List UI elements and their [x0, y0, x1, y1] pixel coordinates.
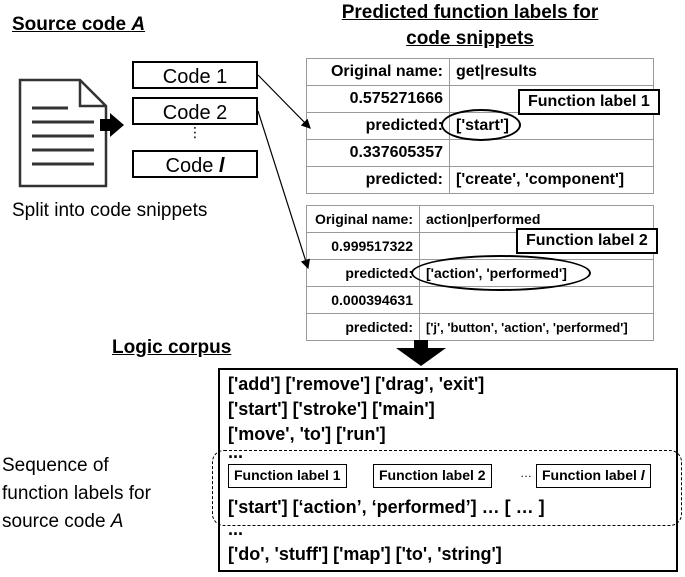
- arrow-code2-to-table2: [257, 110, 311, 270]
- arrow-code1-to-table1: [257, 74, 311, 129]
- corpus-last-line: ['do', 'stuff'] ['map'] ['to', 'string']: [228, 544, 502, 564]
- code-snippet-2: Code 2: [132, 97, 258, 125]
- sequence-caption-line3-text: source code: [2, 511, 111, 532]
- corpus-ellipsis-bottom: ...: [228, 519, 244, 539]
- split-caption: Split into code snippets: [12, 200, 208, 221]
- corpus-ellipsis-top: ...: [228, 442, 244, 462]
- score-cell: 0.337605357: [306, 139, 450, 167]
- logic-corpus-title: Logic corpus: [112, 337, 232, 358]
- function-label-2-box: Function label 2: [516, 228, 658, 254]
- source-code-title: Source code A: [12, 14, 145, 36]
- code-snippet-l: Code l: [132, 150, 258, 178]
- sequence-caption-line1: Sequence of: [2, 455, 109, 476]
- score-cell: 0.000394631: [306, 286, 420, 314]
- corpus-function-label-l-var: l: [640, 467, 645, 483]
- score-cell: 0.999517322: [306, 232, 420, 260]
- highlight-ellipse-2: [411, 255, 591, 291]
- sequence-caption-line2: function labels for: [2, 483, 151, 504]
- predicted-label: predicted:: [306, 313, 420, 341]
- table-row: Original name: get|results: [306, 58, 654, 86]
- predicted-label: predicted:: [306, 259, 420, 287]
- table-row: 0.337605357: [306, 139, 654, 167]
- source-code-var: A: [131, 14, 146, 35]
- predicted-value: ['j', 'button', 'action', 'performed']: [419, 313, 654, 341]
- table-row: predicted: ['j', 'button', 'action', 'pe…: [306, 313, 654, 341]
- sequence-caption-line3: source code A: [2, 508, 151, 536]
- corpus-label-dots: …: [520, 466, 532, 480]
- sequence-caption: Sequence of function labels for source c…: [2, 452, 151, 536]
- function-label-1-box: Function label 1: [518, 89, 660, 115]
- corpus-line-1: ['add'] ['remove'] ['drag', 'exit']: [228, 374, 485, 394]
- predicted-title-line2: code snippets: [406, 28, 534, 49]
- logic-corpus-box: [218, 368, 678, 572]
- corpus-line-3: ['move', 'to'] ['run']: [228, 424, 386, 444]
- snippet-vertical-dots: ⋮: [188, 124, 202, 140]
- code-snippet-l-text: Code: [165, 155, 219, 177]
- predicted-labels-title: Predicted function labels for code snipp…: [320, 2, 620, 50]
- sequence-caption-var: A: [110, 511, 124, 532]
- document-icon: [18, 78, 108, 188]
- source-sequence-region: [212, 450, 682, 526]
- corpus-function-label-1: Function label 1: [228, 464, 347, 488]
- code-snippet-l-var: l: [218, 155, 225, 177]
- score-cell: 0.575271666: [306, 85, 450, 113]
- down-arrow-icon: [396, 340, 446, 366]
- source-code-title-text: Source code: [12, 14, 132, 35]
- corpus-function-label-l-text: Function label: [542, 467, 641, 483]
- highlight-ellipse-1: [441, 109, 521, 141]
- corpus-sequence-line: ['start'] [‘action’, ‘performed’] … [ … …: [228, 497, 545, 517]
- corpus-function-label-2: Function label 2: [373, 464, 492, 488]
- code-snippet-1: Code 1: [132, 61, 258, 89]
- original-name-label: Original name:: [306, 58, 450, 86]
- split-arrow-icon: [100, 113, 124, 137]
- corpus-line-2: ['start'] ['stroke'] ['main']: [228, 399, 435, 419]
- predicted-value: ['create', 'component']: [449, 166, 654, 194]
- corpus-function-label-l: Function label l: [536, 464, 651, 488]
- predicted-title-line1: Predicted function labels for: [341, 2, 599, 23]
- predicted-label: predicted:: [306, 166, 450, 194]
- table-row: predicted: ['create', 'component']: [306, 166, 654, 194]
